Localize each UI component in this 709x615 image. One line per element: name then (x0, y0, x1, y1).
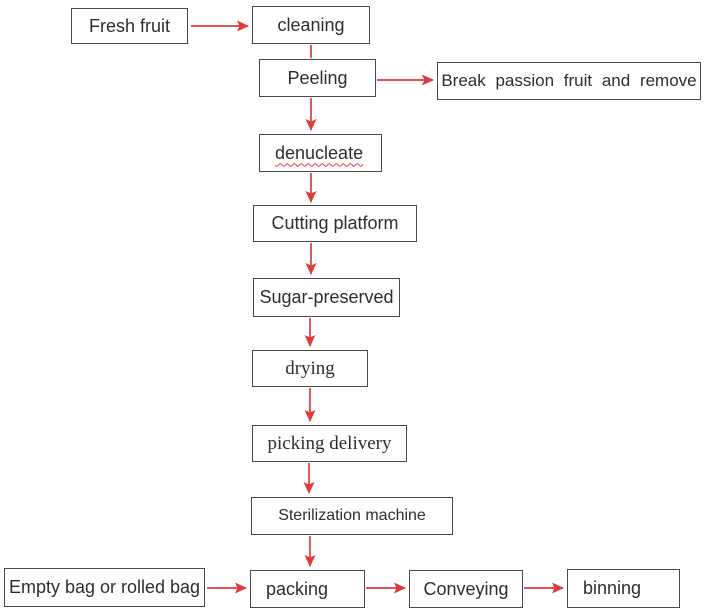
node-cleaning: cleaning (252, 6, 370, 44)
node-empty-bag: Empty bag or rolled bag (4, 568, 205, 607)
node-binning: binning (567, 569, 680, 608)
node-conveying: Conveying (409, 570, 523, 608)
node-packing: packing (250, 570, 365, 608)
node-break-passion-fruit: Break passion fruit and remove (437, 62, 701, 100)
node-sterilization-machine: Sterilization machine (251, 497, 453, 535)
node-fresh-fruit: Fresh fruit (71, 8, 188, 44)
node-drying: drying (252, 350, 368, 387)
node-peeling: Peeling (259, 59, 376, 97)
node-denucleate: denucleate (259, 134, 382, 172)
node-cutting-platform: Cutting platform (253, 205, 417, 242)
node-picking-delivery: picking delivery (252, 425, 407, 462)
node-sugar-preserved: Sugar-preserved (253, 278, 400, 317)
